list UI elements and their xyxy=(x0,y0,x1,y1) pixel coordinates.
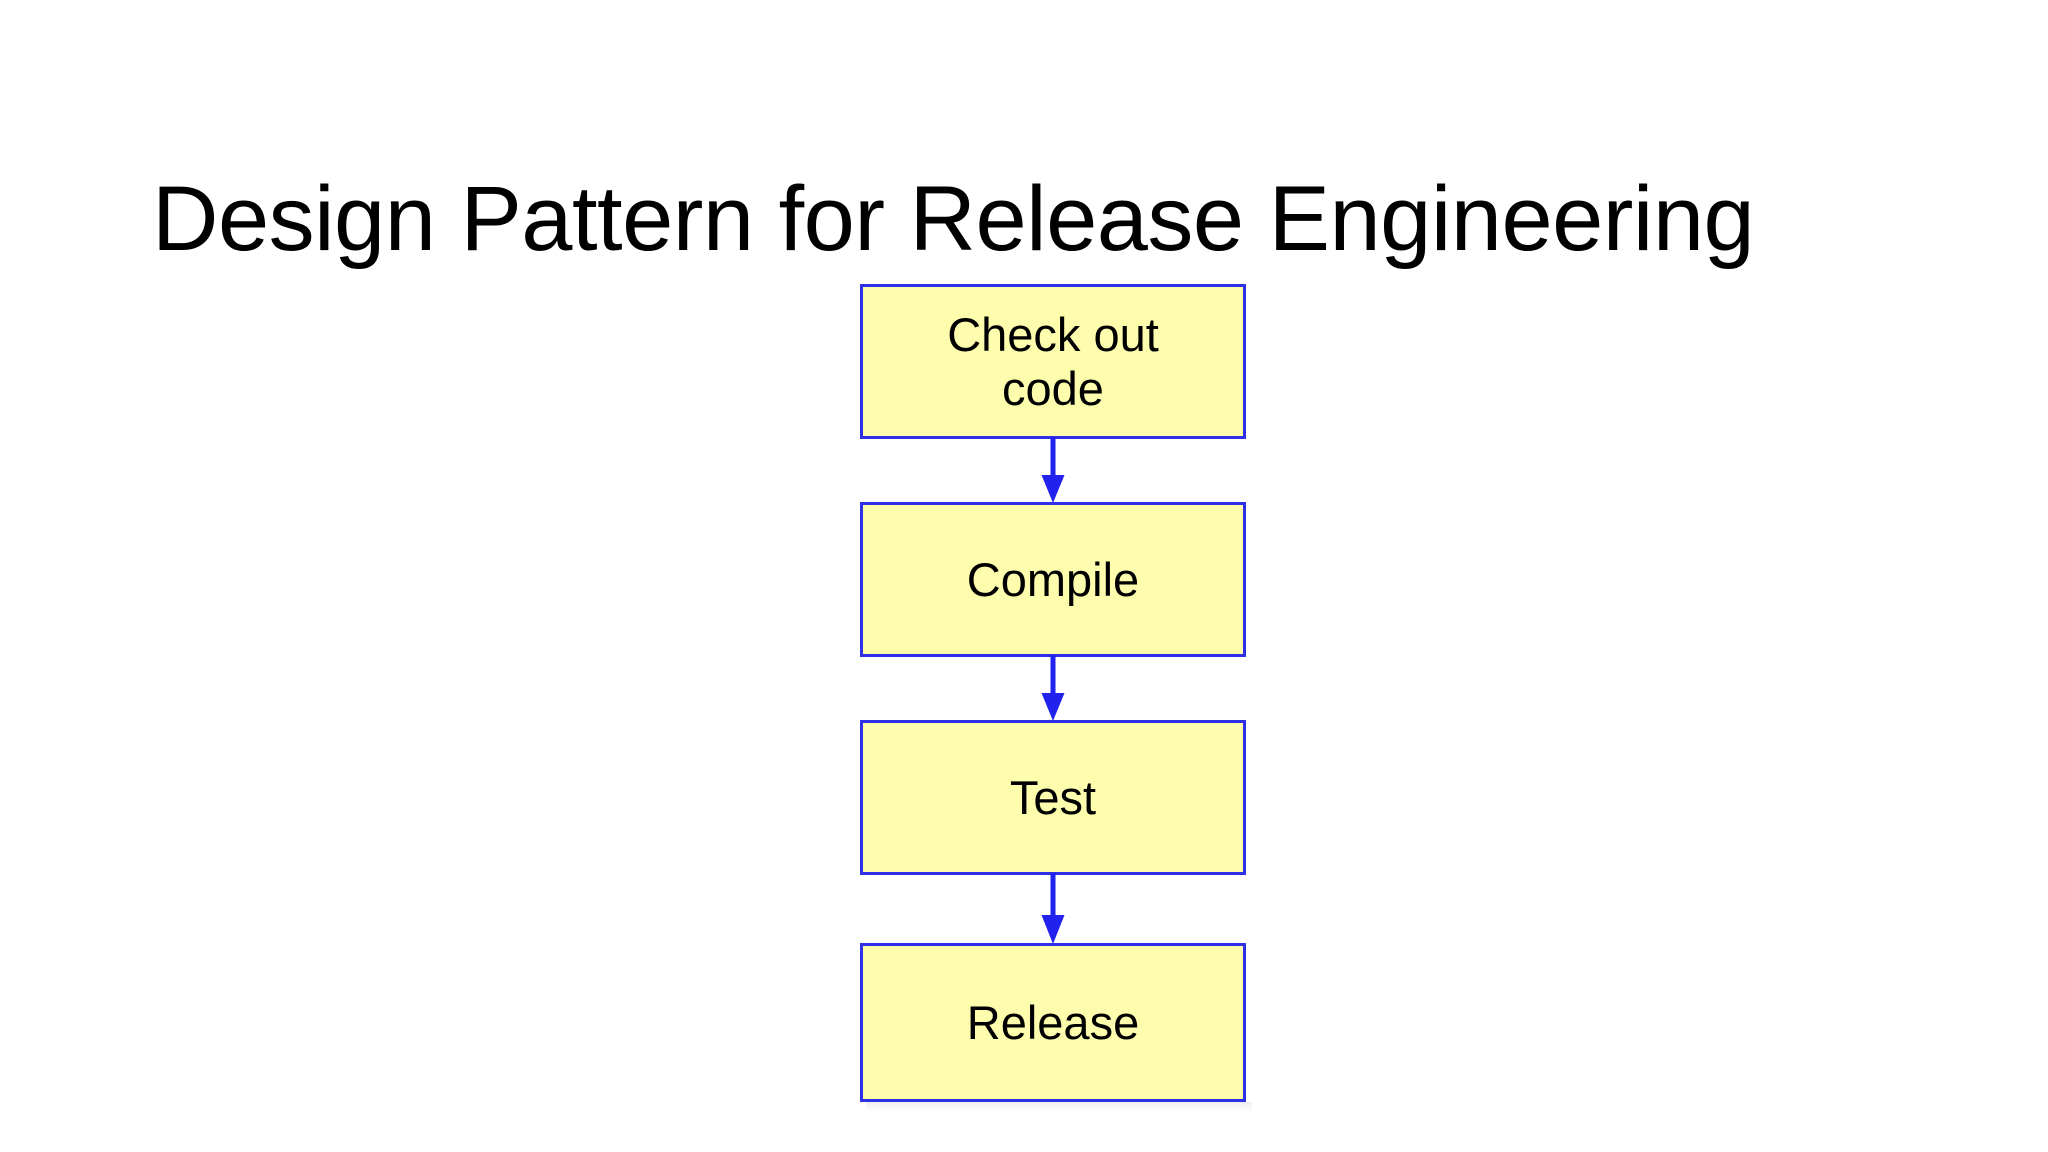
node-drop-shadow xyxy=(866,1102,1252,1112)
flow-node-release[interactable]: Release xyxy=(860,943,1246,1102)
page-title: Design Pattern for Release Engineering xyxy=(152,167,1755,270)
flow-node-label: Compile xyxy=(966,552,1140,606)
flow-node-label: Check out code xyxy=(937,308,1169,414)
flow-node-label-line-1: Check out xyxy=(947,308,1159,362)
flow-node-label-line-2: code xyxy=(1002,361,1104,415)
flow-node-test[interactable]: Test xyxy=(860,720,1246,875)
flow-node-label: Release xyxy=(966,995,1140,1049)
arrow-down-icon xyxy=(1040,437,1066,504)
flow-node-label: Test xyxy=(1009,770,1097,824)
flow-node-compile[interactable]: Compile xyxy=(860,502,1246,657)
arrow-down-icon xyxy=(1040,655,1066,722)
release-engineering-flowchart: Check out code Compile Test xyxy=(860,284,1252,1112)
flow-node-check-out-code[interactable]: Check out code xyxy=(860,284,1246,439)
arrow-down-icon xyxy=(1040,873,1066,945)
